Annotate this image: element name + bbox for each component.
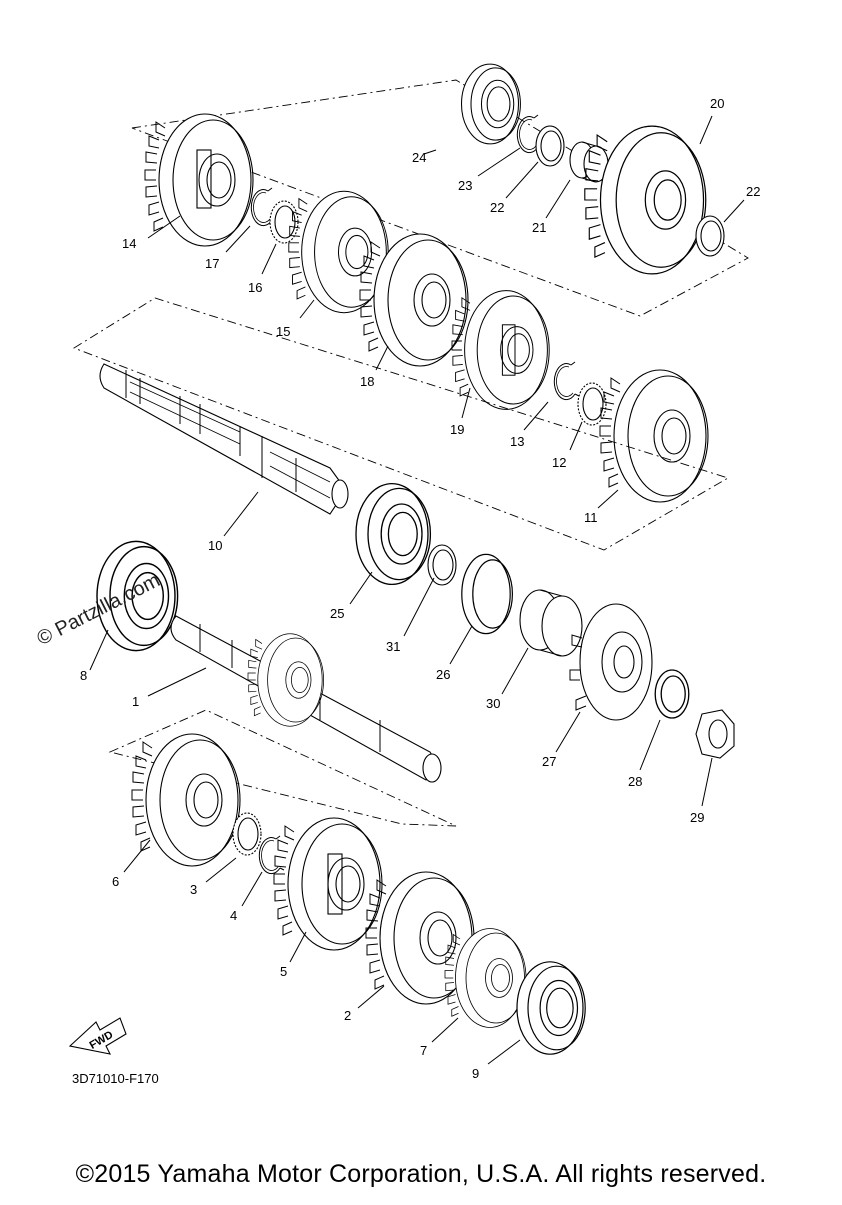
label-21: 21 bbox=[532, 220, 546, 235]
label-6: 6 bbox=[112, 874, 119, 889]
label-26: 26 bbox=[436, 667, 450, 682]
sprocket-27 bbox=[569, 603, 653, 721]
label-16: 16 bbox=[248, 280, 262, 295]
label-19: 19 bbox=[450, 422, 464, 437]
lower-group-outline bbox=[108, 709, 457, 827]
label-10: 10 bbox=[208, 538, 222, 553]
label-12: 12 bbox=[552, 455, 566, 470]
gear-11 bbox=[599, 369, 709, 503]
label-22-a: 22 bbox=[490, 200, 504, 215]
washer-22-a bbox=[535, 125, 565, 167]
main-axle-gear-integral bbox=[247, 633, 324, 727]
gear-7 bbox=[444, 928, 527, 1028]
fwd-arrow-icon: FWD bbox=[68, 1017, 127, 1055]
oil-seal-26 bbox=[461, 553, 514, 635]
washer-3 bbox=[232, 812, 262, 856]
copyright-notice: ©2015 Yamaha Motor Corporation, U.S.A. A… bbox=[75, 1160, 767, 1188]
gear-14 bbox=[144, 113, 254, 247]
washer-12 bbox=[577, 382, 607, 426]
label-15: 15 bbox=[276, 324, 290, 339]
gear-19 bbox=[451, 290, 550, 410]
label-20: 20 bbox=[710, 96, 724, 111]
label-5: 5 bbox=[280, 964, 287, 979]
gear-15 bbox=[288, 190, 389, 314]
drive-axle-10 bbox=[99, 363, 349, 515]
label-13: 13 bbox=[510, 434, 524, 449]
label-25: 25 bbox=[330, 606, 344, 621]
leader-lines bbox=[89, 115, 745, 1065]
gear-5 bbox=[273, 817, 383, 951]
label-3: 3 bbox=[190, 882, 197, 897]
gear-6 bbox=[131, 733, 241, 867]
washer-16 bbox=[269, 200, 299, 244]
gear-20 bbox=[584, 125, 707, 275]
nut-29 bbox=[695, 709, 735, 759]
washer-28 bbox=[654, 669, 690, 719]
label-8: 8 bbox=[80, 668, 87, 683]
label-18: 18 bbox=[360, 374, 374, 389]
label-27: 27 bbox=[542, 754, 556, 769]
label-22-b: 22 bbox=[746, 184, 760, 199]
bearing-24 bbox=[460, 63, 521, 145]
middle-group-outline bbox=[72, 297, 730, 551]
label-4: 4 bbox=[230, 908, 237, 923]
drawing-code: 3D71010-F170 bbox=[72, 1071, 159, 1086]
label-31: 31 bbox=[386, 639, 400, 654]
label-23: 23 bbox=[458, 178, 472, 193]
circlip-4 bbox=[258, 835, 285, 875]
label-7: 7 bbox=[420, 1043, 427, 1058]
label-11: 11 bbox=[584, 510, 598, 525]
label-1: 1 bbox=[132, 694, 139, 709]
label-17: 17 bbox=[205, 256, 219, 271]
label-24: 24 bbox=[412, 150, 426, 165]
bearing-9 bbox=[516, 961, 586, 1055]
circlip-31 bbox=[427, 544, 457, 586]
label-14: 14 bbox=[122, 236, 136, 251]
label-30: 30 bbox=[486, 696, 500, 711]
label-2: 2 bbox=[344, 1008, 351, 1023]
bearing-25 bbox=[355, 482, 432, 586]
label-28: 28 bbox=[628, 774, 642, 789]
label-29: 29 bbox=[690, 810, 704, 825]
collar-30 bbox=[519, 589, 583, 657]
upper-group-outline bbox=[131, 79, 749, 317]
part-labels: 14 17 16 15 18 19 13 12 11 24 23 22 21 2… bbox=[80, 96, 760, 1081]
washer-22-b bbox=[695, 215, 725, 257]
collar-21 bbox=[569, 141, 609, 183]
label-9: 9 bbox=[472, 1066, 479, 1081]
circlip-13 bbox=[553, 361, 580, 401]
